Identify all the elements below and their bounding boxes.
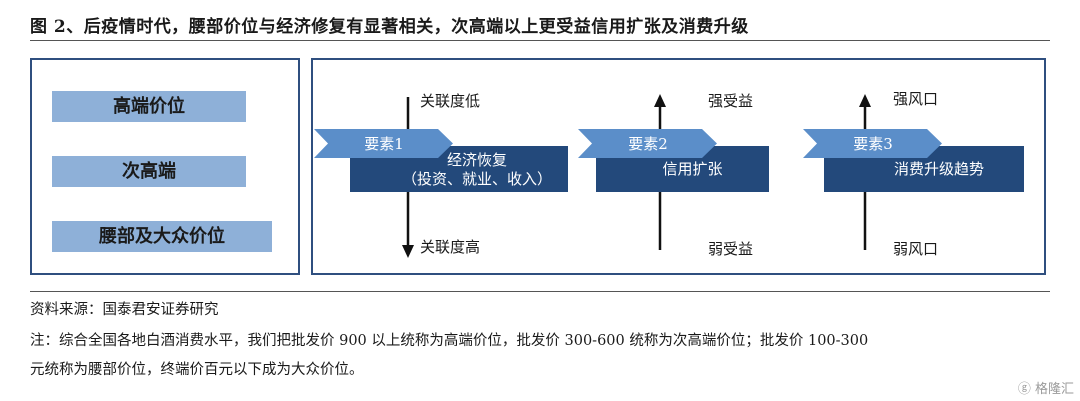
definition-note-line1: 注：综合全国各地白酒消费水平，我们把批发价 900 以上统称为高端价位，批发价 …	[30, 333, 869, 349]
factor1-top-label: 关联度低	[420, 92, 481, 110]
factor1-chevron-label: 要素1	[364, 135, 404, 153]
factor2-chevron: 要素2	[578, 129, 717, 158]
watermark-text: 格隆汇	[1034, 382, 1074, 397]
factor3-bottom-label: 弱风口	[893, 240, 939, 258]
factor1-box-title: 经济恢复	[446, 151, 507, 169]
factor2-top-label: 强受益	[708, 92, 754, 110]
definition-note-line2: 元统称为腰部价位，终端价百元以下成为大众价位。	[30, 362, 364, 378]
watermark-logo: ⓖ 格隆汇	[1018, 378, 1074, 397]
factor2-chevron-label: 要素2	[628, 135, 668, 153]
factor3-chevron: 要素3	[803, 129, 942, 158]
footer-rule	[30, 291, 1050, 292]
factor3-chevron-label: 要素3	[853, 135, 893, 153]
factor1-box-subtitle: （投资、就业、收入）	[401, 170, 552, 188]
source-note: 资料来源：国泰君安证券研究	[30, 302, 219, 318]
title-rule	[30, 40, 1050, 41]
watermark-icon: ⓖ	[1017, 382, 1031, 397]
factor1-bottom-label: 关联度高	[420, 238, 481, 256]
factor2-bottom-label: 弱受益	[708, 240, 754, 258]
tier-mid-and-mass: 腰部及大众价位	[52, 221, 272, 252]
factor3-top-label: 强风口	[893, 90, 939, 108]
tier-high-end: 高端价位	[52, 91, 246, 122]
factor1-chevron: 要素1	[314, 129, 453, 158]
figure-title: 图 2、后疫情时代，腰部价位与经济修复有显著相关，次高端以上更受益信用扩张及消费…	[30, 17, 749, 37]
tier-sub-high-end: 次高端	[52, 156, 246, 187]
